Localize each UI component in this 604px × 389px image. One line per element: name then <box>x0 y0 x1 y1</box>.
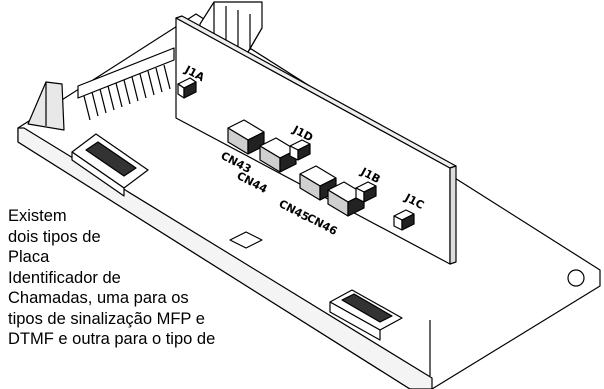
mounting-hole <box>567 269 585 287</box>
caption-line: Existem <box>8 207 67 225</box>
connector-j1d <box>289 139 311 161</box>
bottom-slot-socket <box>329 289 403 341</box>
caption-line: dois tipos de <box>8 227 101 246</box>
caption-line: Chamadas, uma para os <box>8 289 189 307</box>
description-caption: Existem dois tipos de Placa Identificado… <box>8 206 308 350</box>
connector-j1b <box>355 181 377 203</box>
caption-line: Placa <box>8 248 50 266</box>
connector-cn43 <box>227 119 265 155</box>
board-cutout <box>229 231 263 249</box>
caption-line: DTMF e outra para o tipo de <box>8 330 216 348</box>
left-slot-socket <box>71 133 149 197</box>
connector-j1c <box>393 209 415 231</box>
caption-line: Identificador de <box>8 268 121 287</box>
connector-cn45 <box>299 165 337 201</box>
connector-j1a <box>177 77 197 99</box>
caption-line: tipos de sinalização MFP e <box>8 309 205 328</box>
edge-connector-comb <box>77 47 175 121</box>
